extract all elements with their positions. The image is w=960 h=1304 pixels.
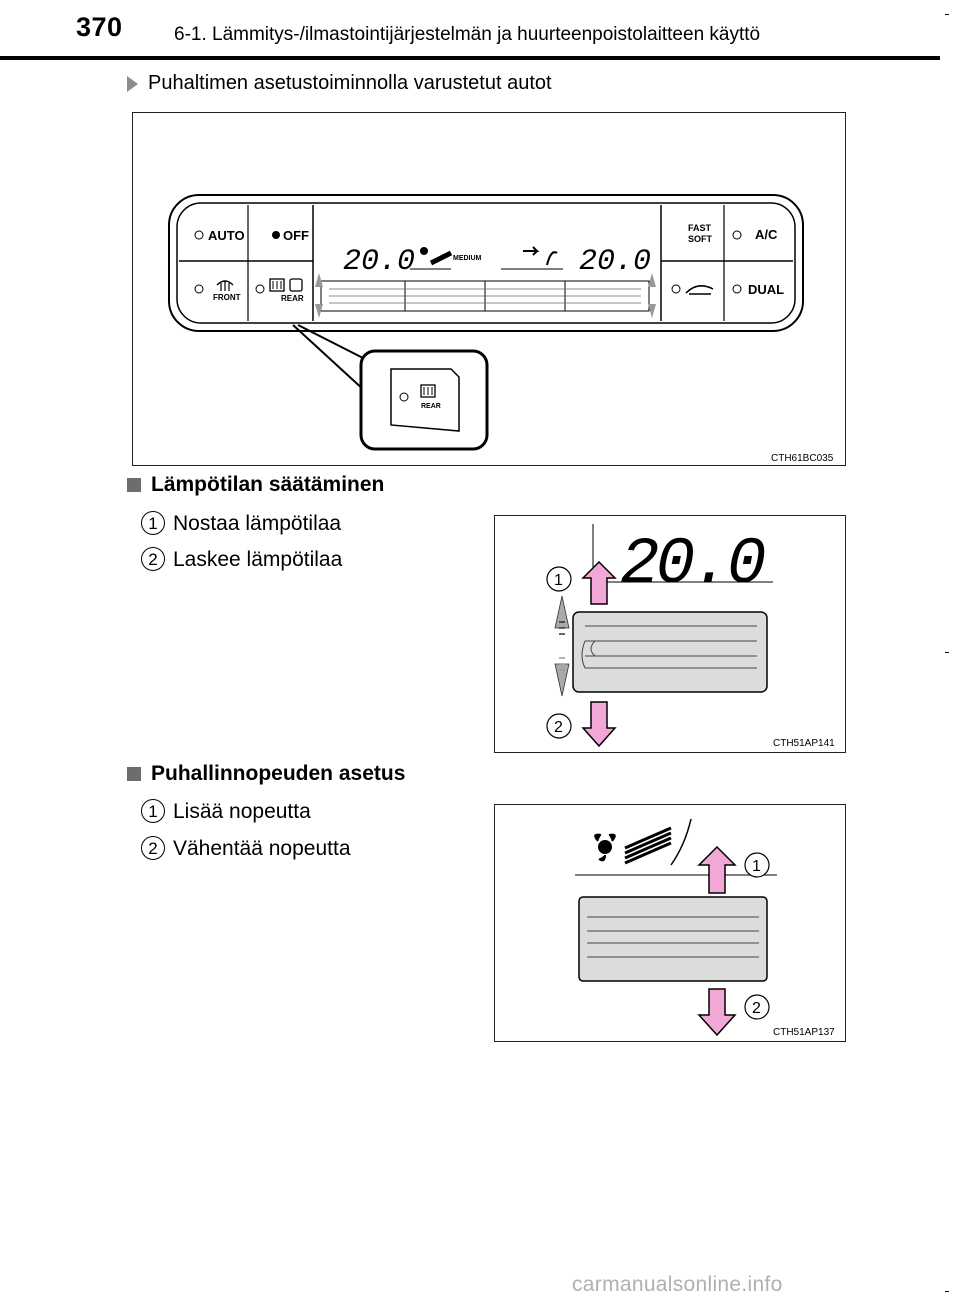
- ac-button-label: A/C: [755, 227, 778, 242]
- fan-icon: [272, 231, 280, 239]
- temp-item-1: 1 Nostaa lämpötilaa: [141, 511, 341, 536]
- temp-item-2-text: Laskee lämpötilaa: [173, 548, 343, 571]
- fan-callout-2: 2: [752, 1000, 761, 1017]
- intro-heading-text: Puhaltimen asetustoiminnolla varustetut …: [148, 72, 552, 94]
- increase-fan-arrow-icon: [697, 845, 737, 894]
- fast-button-label: FAST: [688, 223, 712, 233]
- soft-button-label: SOFT: [688, 234, 713, 244]
- display-airflow-icon: [501, 246, 563, 270]
- margin-tick: [945, 652, 949, 653]
- watermark: carmanualsonline.info: [572, 1273, 783, 1296]
- page-header-title: 6-1. Lämmitys-/ilmastointijärjestelmän j…: [174, 24, 761, 45]
- temp-figure-code: CTH51AP141: [773, 738, 835, 749]
- temp-item-1-text: Nostaa lämpötilaa: [173, 512, 342, 535]
- item-number-badge: 2: [141, 547, 165, 571]
- climate-panel-drawing: AUTO OFF FRONT REAR FAST SOFT A/C DUAL 2…: [168, 194, 834, 464]
- square-bullet-icon: [127, 478, 141, 492]
- section-temp-title-text: Lämpötilan säätäminen: [151, 473, 385, 496]
- temp-figure-drawing: 20.0 1 2 CTH51AP141: [546, 524, 835, 749]
- temp-callout-1: 1: [554, 572, 563, 589]
- section-fan-title: Puhallinnopeuden asetus: [127, 762, 405, 786]
- auto-button-label: AUTO: [208, 228, 245, 243]
- display-fan-speed-icon: [410, 247, 453, 270]
- display-fan-mode: MEDIUM: [453, 255, 482, 262]
- climate-panel-figure: AUTO OFF FRONT REAR FAST SOFT A/C DUAL 2…: [132, 112, 846, 466]
- section-temp-title: Lämpötilan säätäminen: [127, 473, 384, 497]
- callout-rear-defrost-icon: [420, 384, 436, 398]
- fan-item-1-text: Lisää nopeutta: [173, 800, 311, 823]
- item-number-badge: 1: [141, 511, 165, 535]
- temp-callout-2: 2: [554, 719, 563, 736]
- page-number: 370: [76, 12, 123, 42]
- recirculation-icon: [685, 285, 714, 295]
- fan-speed-icon: [594, 818, 692, 866]
- fan-figure-code: CTH51AP137: [773, 1027, 835, 1038]
- temp-figure-display-value: 20.0: [620, 527, 765, 602]
- triangle-bullet-icon: [127, 75, 138, 92]
- fan-callout-1: 1: [752, 858, 761, 875]
- fan-figure: 1 2 CTH51AP137: [494, 804, 846, 1042]
- fan-item-1: 1 Lisää nopeutta: [141, 799, 311, 824]
- decrease-arrow-icon: [581, 701, 617, 748]
- square-bullet-icon: [127, 767, 141, 781]
- rear-defrost-icon: [269, 278, 303, 292]
- margin-tick: [945, 14, 949, 15]
- figure-main-code: CTH61BC035: [771, 453, 834, 464]
- fan-item-2-text: Vähentää nopeutta: [173, 837, 351, 860]
- section-fan-title-text: Puhallinnopeuden asetus: [151, 762, 406, 785]
- temp-figure: 20.0 1 2 CTH51AP141: [494, 515, 846, 753]
- decrease-fan-arrow-icon: [697, 988, 737, 1037]
- rear-button-label: REAR: [281, 294, 304, 303]
- fan-figure-drawing: 1 2 CTH51AP137: [575, 818, 835, 1038]
- dual-button-label: DUAL: [748, 282, 784, 297]
- fan-item-2: 2 Vähentää nopeutta: [141, 836, 351, 861]
- header-rule: [0, 56, 940, 60]
- front-button-label: FRONT: [213, 293, 241, 302]
- temp-item-2: 2 Laskee lämpötilaa: [141, 547, 342, 572]
- increase-arrow-icon: [581, 560, 617, 605]
- off-button-label: OFF: [283, 228, 309, 243]
- item-number-badge: 1: [141, 799, 165, 823]
- front-defrost-icon: [216, 280, 234, 291]
- item-number-badge: 2: [141, 836, 165, 860]
- intro-heading: Puhaltimen asetustoiminnolla varustetut …: [127, 72, 552, 95]
- margin-tick: [945, 1291, 949, 1292]
- display-temp-left: 20.0: [343, 245, 415, 279]
- callout-rear-label: REAR: [421, 403, 441, 410]
- display-temp-right: 20.0: [579, 245, 651, 279]
